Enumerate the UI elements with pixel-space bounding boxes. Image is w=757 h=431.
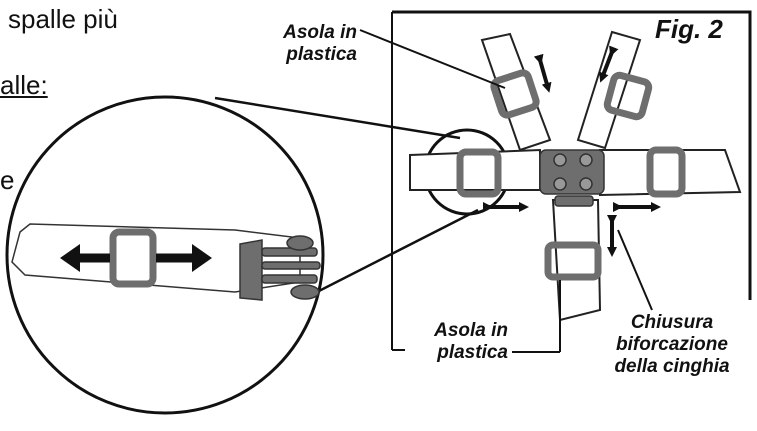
text-line-2: alle:	[0, 70, 48, 100]
harness-buckle-parts	[456, 69, 686, 281]
label-line: biforcazione	[616, 334, 728, 355]
label-line: plastica	[286, 44, 357, 65]
label-line: Asola in	[283, 22, 357, 43]
loop-right	[646, 146, 686, 198]
label-crotch-buckle: Chiusura biforcazione della cinghia	[592, 312, 752, 378]
figure-frame	[391, 10, 752, 351]
loop-bottom	[544, 241, 602, 281]
figure-label: Fig. 2	[655, 14, 723, 44]
label-line: Chiusura	[630, 312, 714, 333]
magnified-view	[5, 95, 325, 415]
text-line-1: spalle più	[8, 4, 118, 34]
loop-upper-left	[490, 69, 540, 119]
loop-left	[456, 148, 502, 198]
adjustment-arrows	[483, 45, 661, 257]
label-line: della cinghia	[614, 356, 730, 377]
label-bottom-plastic-loop: Asola in plastica	[400, 320, 508, 364]
loop-upper-right	[603, 71, 653, 121]
harness-straps	[409, 30, 742, 322]
crotch-buckle	[539, 149, 605, 207]
label-top-plastic-loop: Asola in plastica	[252, 22, 357, 66]
label-line: Asola in	[434, 320, 508, 341]
label-leaders	[359, 29, 653, 353]
text-line-3: e	[0, 165, 15, 195]
label-line: plastica	[437, 342, 508, 363]
